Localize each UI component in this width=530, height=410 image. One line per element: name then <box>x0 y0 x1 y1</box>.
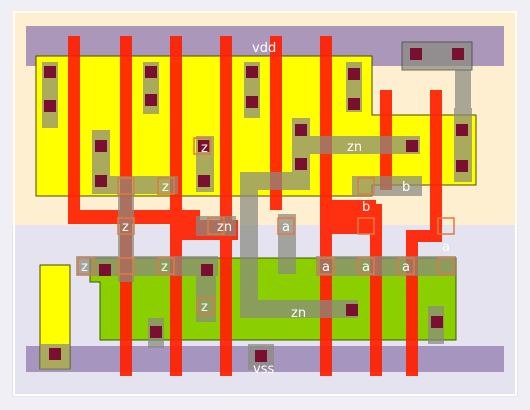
net-label-b: b <box>362 200 370 215</box>
net-label-a: a <box>282 220 290 235</box>
net-label-a: a <box>362 260 370 275</box>
outer-frame <box>13 11 517 396</box>
net-label-z: z <box>201 141 208 156</box>
vdd-label: vdd <box>252 41 276 56</box>
vss-label: vss <box>253 362 274 377</box>
net-label-z: z <box>122 220 129 235</box>
net-label-z: z <box>162 180 169 195</box>
contact-layer <box>44 48 468 362</box>
net-label-zn: zn <box>347 140 362 155</box>
net-label-a: a <box>322 260 330 275</box>
net-label-b: b <box>402 180 410 195</box>
net-label-zn: zn <box>217 220 232 235</box>
pin-layer <box>77 137 455 315</box>
net-label-z: z <box>161 260 168 275</box>
net-label-z: z <box>81 260 88 275</box>
net-label-a: a <box>402 260 410 275</box>
net-label-zn: zn <box>291 306 306 321</box>
net-label-a: a <box>442 240 450 255</box>
net-label-z: z <box>201 300 208 315</box>
